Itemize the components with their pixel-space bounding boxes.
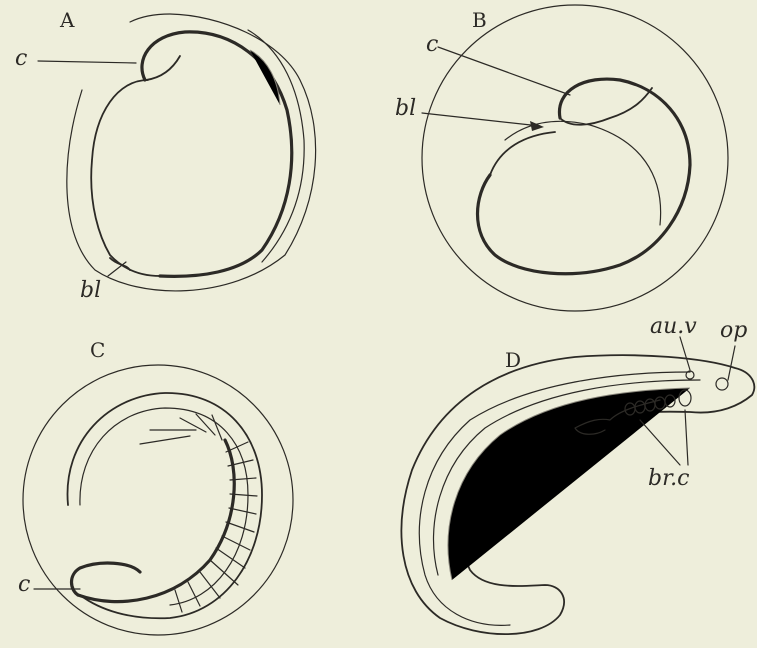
panel-c-letter: C xyxy=(90,340,105,360)
panel-c-inner-ring-inner xyxy=(80,408,248,605)
panel-a-bl-leader xyxy=(108,262,126,276)
panel-a-c-leader xyxy=(38,61,136,63)
panel-d-br-c-leader-2 xyxy=(685,410,688,465)
panel-d-au-v-label: au.v xyxy=(650,316,697,338)
panel-d-br-c-leader-1 xyxy=(640,420,680,465)
panel-d-letter: D xyxy=(505,350,521,370)
panel-d-op-label: op xyxy=(720,320,747,342)
panel-a-streak xyxy=(250,50,280,105)
panel-b-c-label: c xyxy=(426,34,438,56)
panel-b-embryo-body xyxy=(478,79,691,274)
panel-a-blastopore xyxy=(110,258,130,270)
panel-b-membrane xyxy=(422,5,728,311)
panel-c-tail xyxy=(72,563,141,595)
panel-d-body-outer xyxy=(401,355,754,634)
panel-c-drawing xyxy=(23,365,293,635)
panel-d-op-leader xyxy=(728,346,735,380)
panel-d-br-c-label: br.c xyxy=(648,468,690,490)
panel-d-drawing xyxy=(401,337,754,634)
panel-a-yolk xyxy=(91,80,160,276)
panel-a-letter: A xyxy=(60,10,74,30)
panel-d-op-optic xyxy=(716,378,728,390)
panel-c-ribs xyxy=(140,414,257,612)
panel-d-au-v-leader xyxy=(680,337,690,370)
panel-b-c-leader xyxy=(438,47,570,95)
panel-a-membrane xyxy=(67,14,316,291)
panel-b-head-c xyxy=(560,88,652,125)
panel-b-letter: B xyxy=(472,10,487,30)
panel-a-bl-label: bl xyxy=(80,280,101,302)
panel-a-c-label: c xyxy=(15,48,27,70)
panel-b-inner-fold xyxy=(505,121,661,225)
panel-c-c-label: c xyxy=(18,574,30,596)
panel-a-head-c xyxy=(146,56,180,80)
panel-b-bl-label: bl xyxy=(395,98,416,120)
panel-c-embryo-body xyxy=(78,440,234,602)
panel-a-drawing xyxy=(38,14,316,291)
panel-b-yolk-outline xyxy=(490,132,555,175)
panel-b-drawing xyxy=(422,5,728,311)
panel-b-bl-leader xyxy=(422,113,540,126)
